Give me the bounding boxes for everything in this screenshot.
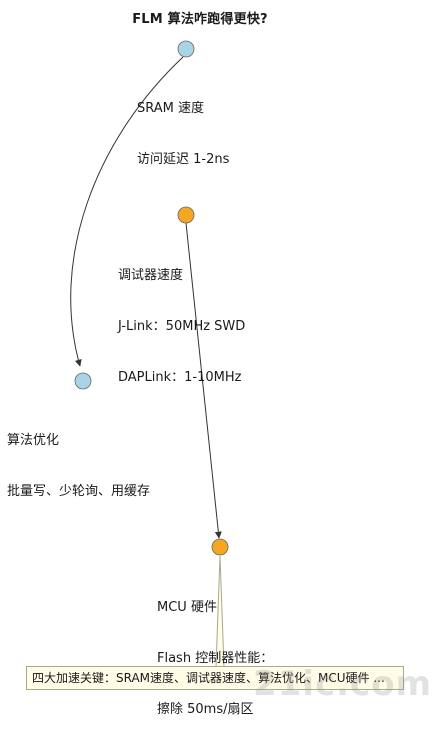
node-debugger-label-line2: J-Link：50MHz SWD xyxy=(118,319,246,334)
node-mcu[interactable] xyxy=(211,538,229,556)
node-sram-label-line1: SRAM 速度 xyxy=(137,101,204,116)
summary-callout: 四大加速关键：SRAM速度、调试器速度、算法优化、MCU硬件 ... xyxy=(26,666,404,690)
node-debugger-label-line1: 调试器速度 xyxy=(118,268,184,283)
node-mcu-label-line1: MCU 硬件 xyxy=(157,600,217,615)
edge-sram-to-algo xyxy=(70,56,184,367)
node-debugger-label: 调试器速度 J-Link：50MHz SWD DAPLink：1-10MHz xyxy=(118,233,245,403)
edge-debugger-to-mcu xyxy=(185,222,222,539)
node-algo[interactable] xyxy=(74,372,92,390)
node-algo-label-line1: 算法优化 xyxy=(7,433,60,448)
diagram-title: FLM 算法咋跑得更快? xyxy=(132,12,268,27)
node-sram[interactable] xyxy=(177,40,195,58)
node-mcu-label-line2: Flash 控制器性能： xyxy=(157,651,274,666)
node-debugger[interactable] xyxy=(177,206,195,224)
node-debugger-label-line3: DAPLink：1-10MHz xyxy=(118,370,242,385)
node-sram-label-line2: 访问延迟 1-2ns xyxy=(137,152,230,167)
node-sram-label: SRAM 速度 访问延迟 1-2ns xyxy=(137,66,229,185)
node-mcu-label: MCU 硬件 Flash 控制器性能： 擦除 50ms/扇区 xyxy=(157,565,273,735)
node-algo-label-line2: 批量写、少轮询、用缓存 xyxy=(7,484,151,499)
watermark: 21ic.com xyxy=(253,664,432,704)
node-algo-label: 算法优化 批量写、少轮询、用缓存 xyxy=(7,398,150,517)
